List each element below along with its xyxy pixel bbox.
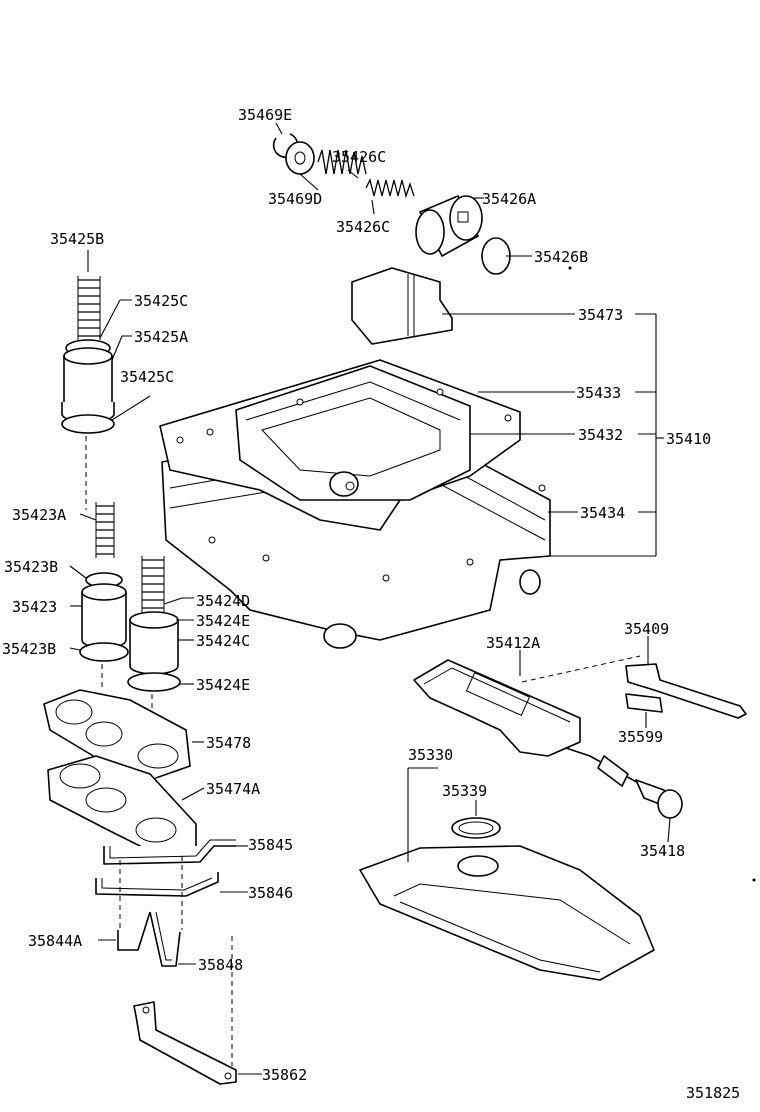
- label-35424E-upper: 35424E: [196, 612, 250, 630]
- label-35426C-lower: 35426C: [336, 218, 390, 236]
- label-35478: 35478: [206, 734, 251, 752]
- part-35862-bracket: [133, 1001, 237, 1085]
- part-35418-manual-valve: [565, 747, 683, 819]
- label-35410: 35410: [666, 430, 711, 448]
- label-35424C: 35424C: [196, 632, 250, 650]
- part-35424E-seal: [127, 672, 181, 692]
- label-35848: 35848: [198, 956, 243, 974]
- part-35848-oil-tube: [149, 911, 181, 967]
- label-35432: 35432: [578, 426, 623, 444]
- label-35339: 35339: [442, 782, 487, 800]
- label-35412A: 35412A: [486, 634, 540, 652]
- part-35473-cover: [351, 267, 453, 345]
- part-35426B-o-ring: [481, 237, 511, 275]
- leader-35330-bracket: [407, 767, 438, 862]
- part-35846-oil-tube: [95, 872, 219, 897]
- part-35412A-manual-valve-body: [413, 659, 581, 757]
- label-35425C-lower: 35425C: [120, 368, 174, 386]
- part-35409-detent-spring: [625, 663, 747, 719]
- part-35423-piston: [81, 583, 127, 649]
- label-35473: 35473: [578, 306, 623, 324]
- label-35599: 35599: [618, 728, 663, 746]
- label-35844A: 35844A: [28, 932, 82, 950]
- part-35423B-seal-lower: [79, 642, 129, 662]
- label-35469E: 35469E: [238, 106, 292, 124]
- reference-dot: [752, 878, 756, 882]
- label-35434: 35434: [580, 504, 625, 522]
- label-35423: 35423: [12, 598, 57, 616]
- label-35469D: 35469D: [268, 190, 322, 208]
- part-35426C-spring-upper: [317, 149, 367, 175]
- part-35330-oil-strainer: [359, 845, 655, 981]
- part-35478-gasket: [43, 689, 191, 781]
- label-35474A: 35474A: [206, 780, 260, 798]
- label-35426A: 35426A: [482, 190, 536, 208]
- label-35433: 35433: [576, 384, 621, 402]
- part-35424D-spring: [141, 556, 165, 614]
- label-35862: 35862: [262, 1066, 307, 1084]
- part-35425A-piston: [61, 347, 115, 423]
- part-35339-gasket: [451, 817, 501, 839]
- label-35425B: 35425B: [50, 230, 104, 248]
- part-35469D-retainer: [285, 141, 315, 175]
- label-35424D: 35424D: [196, 592, 250, 610]
- label-35418: 35418: [640, 842, 685, 860]
- label-35426B: 35426B: [534, 248, 588, 266]
- part-35425B-spring: [77, 276, 101, 340]
- part-35425C-seal-lower: [61, 414, 115, 434]
- label-35424E-lower: 35424E: [196, 676, 250, 694]
- figure-number: 351825: [686, 1084, 740, 1102]
- part-35423A-spring: [95, 502, 115, 558]
- part-35844A-oil-tube: [117, 911, 151, 951]
- label-35846: 35846: [248, 884, 293, 902]
- part-35426A-piston: [415, 195, 483, 257]
- label-35425C-upper: 35425C: [134, 292, 188, 310]
- part-35424C-piston: [129, 611, 179, 675]
- label-35423A: 35423A: [12, 506, 66, 524]
- label-35330: 35330: [408, 746, 453, 764]
- label-35426C-upper: 35426C: [332, 148, 386, 166]
- part-35845-oil-tube: [103, 839, 236, 865]
- leader-lines: [69, 169, 671, 1075]
- label-35423B-lower: 35423B: [2, 640, 56, 658]
- label-35423B-upper: 35423B: [4, 558, 58, 576]
- part-35432-upper-valve-body: [176, 365, 546, 582]
- label-35845: 35845: [248, 836, 293, 854]
- part-35599-plate: [625, 693, 663, 713]
- label-35425A: 35425A: [134, 328, 188, 346]
- part-35426C-spring-lower: [365, 178, 415, 199]
- reference-dot: [568, 266, 572, 270]
- label-35409: 35409: [624, 620, 669, 638]
